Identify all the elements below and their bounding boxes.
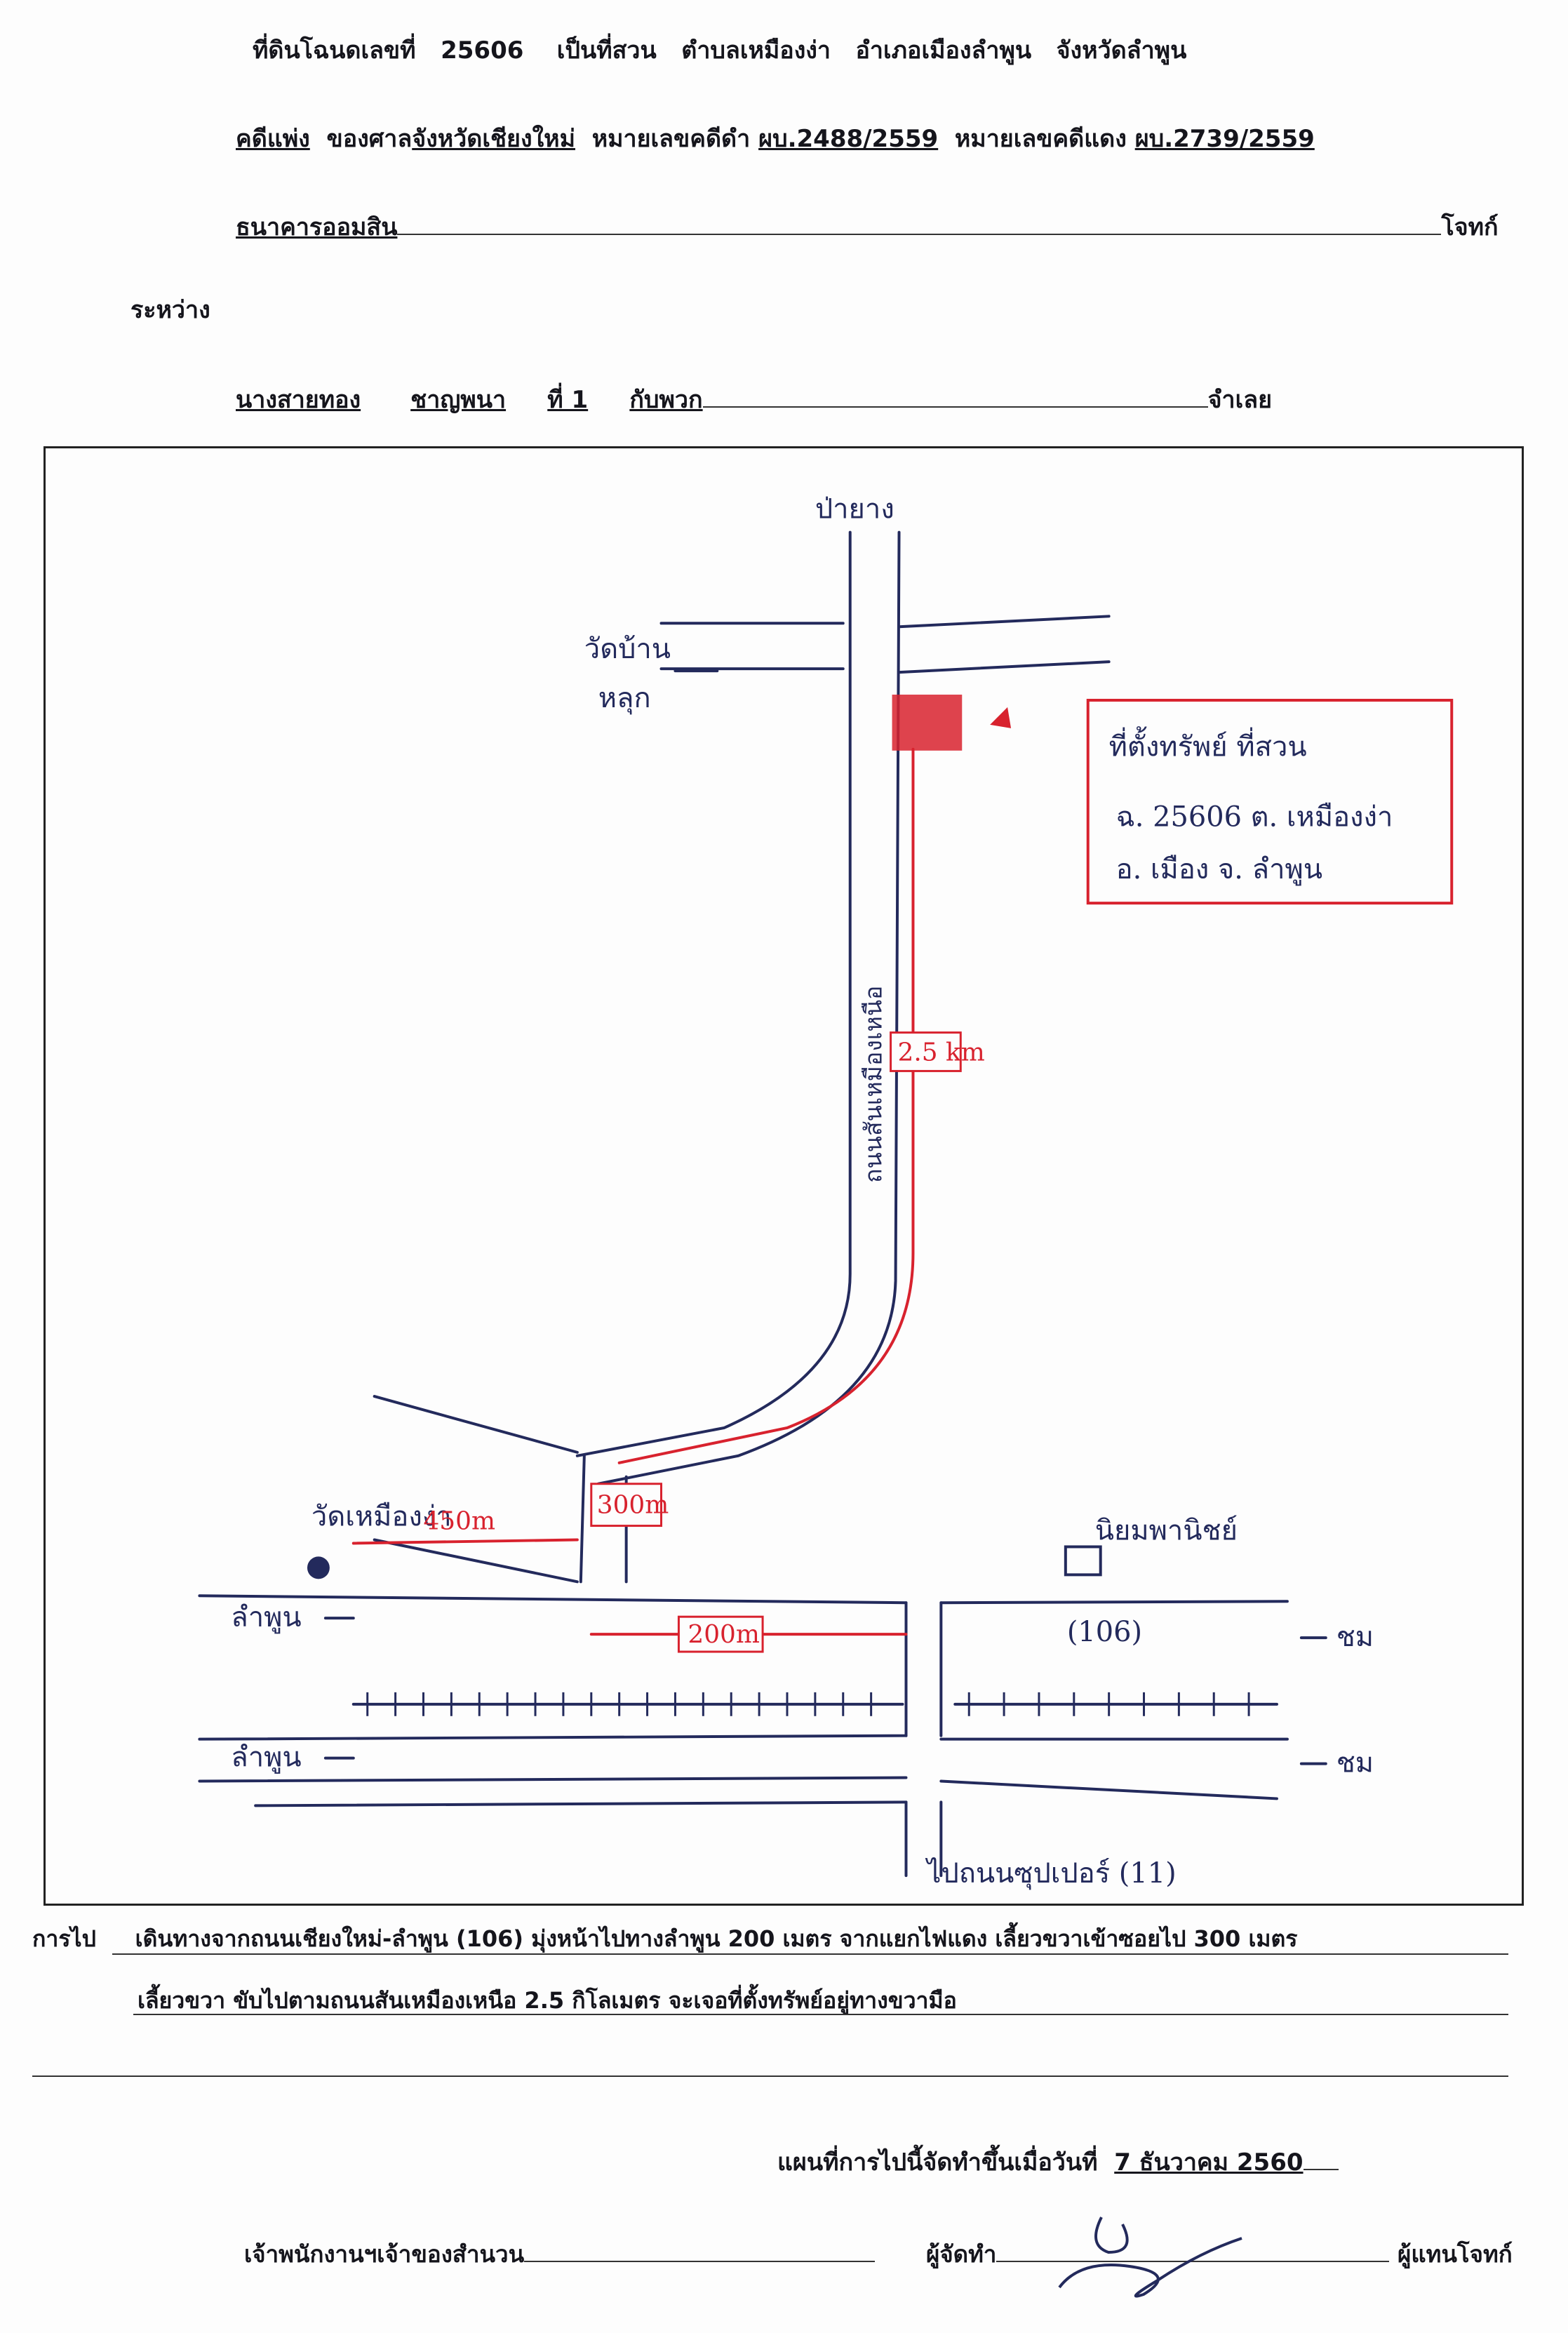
plaintiff-line: ธนาคารออมสิน โจทก์ [236,208,1499,246]
rep-label: ผู้แทนโจทก์ [1398,2240,1513,2268]
district: อำเภอเมืองลำพูน [855,36,1032,65]
top-cross-road-4 [897,660,1111,674]
black-case-number: ผบ.2488/2559 [758,125,939,153]
highway-bottom-left [198,1734,908,1741]
plaintiff-role: โจทก์ [1441,213,1499,241]
directions-text-1: เดินทางจากถนนเชียงใหม่-ลำพูน (106) มุ่งห… [135,1925,1298,1952]
directions-line-1: การไป เดินทางจากถนนเชียงใหม่-ลำพูน (106)… [32,1921,1297,1957]
target-line-1: ที่ตั้งทรัพย์ ที่สวน [1109,726,1307,763]
preparer-label: ผู้จัดทำ [926,2240,997,2268]
province: จังหวัดลำพูน [1056,36,1187,65]
plaintiff-name: ธนาคารออมสิน [236,213,398,241]
nayom-shop-icon [1064,1545,1102,1577]
defendant-name: นางสายทอง [236,386,361,414]
highway-top-right [939,1600,1289,1605]
preparer-signature: ผู้จัดทำ [926,2235,1390,2273]
between-label: ระหว่าง [130,296,210,324]
date-line: แผนที่การไปนี้จัดทำขึ้นเมื่อวันที่ 7 ธัน… [777,2143,1339,2181]
highway-top-left [198,1594,908,1605]
defendant-suffix: กับพวก [629,386,703,414]
defendant-surname: ชาญพนา [410,386,507,414]
dist-200m-box [677,1615,764,1653]
subdistrict: ตำบลเหมืองง่า [681,36,831,65]
target-plot-icon [892,694,963,751]
highway-label: (106) [1067,1616,1142,1648]
map-drawing: ป่ายาง วัดบ้าน หลุก วัดเหมืองง่า ลำพูน ล… [198,493,1454,1890]
wat-road-top [373,1395,579,1454]
defendant-role: จำเลย [1207,386,1273,414]
deed-number: 25606 [441,36,524,65]
date-prefix: แผนที่การไปนี้จัดทำขึ้นเมื่อวันที่ [777,2148,1098,2177]
highway-lower-left [198,1776,908,1783]
road-name-label: ถนนสันเหมืองเหนือ [860,986,887,1183]
dist-450m-marker [351,1538,579,1545]
directions-text-2: เลี้ยวขวา ขับไปตามถนนสันเหมืองเหนือ 2.5 … [138,1987,957,2014]
temple-top-label: วัดบ้าน [584,633,671,665]
temple-bottom-label: วัดเหมืองง่า [311,1501,452,1533]
red-case-number: ผบ.2739/2559 [1134,125,1315,153]
land-usage: เป็นที่สวน [556,36,657,65]
lamphun-label-1: ลำพูน [231,1601,301,1633]
red-route [617,747,915,1464]
cm-label-2: ชม [1336,1747,1374,1779]
court-name: จังหวัดเชียงใหม่ [412,125,575,153]
soi-road-left [579,1454,586,1584]
deed-label: ที่ดินโฉนดเลขที่ [253,36,416,65]
officer-label: เจ้าพนักงานฯเจ้าของสำนวน [244,2240,525,2268]
temple-top-label-2: หลุก [598,682,651,715]
handwritten-signature [1058,2217,1242,2298]
supermarket-label: ไปถนนซุปเปอร์ (11) [925,1857,1176,1890]
target-box [1086,698,1454,905]
target-line-2: ฉ. 25606 ต. เหมืองง่า [1116,801,1393,833]
highway-lower-right [939,1779,1278,1800]
defendant-line: นางสายทอง ชาญพนา ที่ 1 กับพวก จำเลย [236,380,1272,418]
wat-muang-nga-icon [307,1556,330,1579]
location-map: ป่ายาง วัดบ้าน หลุก วัดเหมืองง่า ลำพูน ล… [43,446,1524,1906]
black-case-label: หมายเลขคดีดำ [591,125,751,153]
directions-rule-3 [32,2075,1508,2077]
target-line-3: อ. เมือง จ. ลำพูน [1116,853,1322,885]
red-case-label: หมายเลขคดีแดง [954,125,1127,153]
date-value: 7 ธันวาคม 2560 [1114,2148,1304,2177]
dist-300m-box [590,1483,663,1528]
road-north-left-edge [575,530,852,1457]
nayom-shop-label: นิยมพานิชย์ [1095,1515,1238,1547]
defendant-number: ที่ 1 [547,386,589,414]
directions-label: การไป [32,1925,96,1952]
median-ticks [366,1692,1250,1716]
officer-signature: เจ้าพนักงานฯเจ้าของสำนวน [244,2235,876,2273]
north-label: ป่ายาง [815,493,894,526]
dist-25km-box [890,1031,962,1072]
dist-200m-label: 200m [688,1620,760,1649]
directions-rule-1 [112,1953,1508,1955]
case-line: คดีแพ่ง ของศาลจังหวัดเชียงใหม่ หมายเลขคด… [236,119,1315,157]
road-north-right-edge [596,530,901,1485]
case-type: คดีแพ่ง [236,125,310,153]
top-cross-road-3 [897,615,1111,629]
wat-road-bottom [373,1538,579,1584]
target-arrow-icon [990,707,1012,728]
deed-header: ที่ดินโฉนดเลขที่ 25606 เป็นที่สวน ตำบลเห… [253,31,1186,69]
dist-450m-label: 450m [423,1507,495,1536]
dist-300m-label: 300m [597,1491,669,1520]
dist-25km-label: 2.5 km [898,1038,985,1067]
court-prefix: ของศาล [326,125,413,153]
cm-label-1: ชม [1336,1621,1374,1653]
directions-rule-2 [133,2014,1508,2015]
lamphun-label-2: ลำพูน [231,1742,301,1774]
wat-down-road [254,1800,908,1807]
